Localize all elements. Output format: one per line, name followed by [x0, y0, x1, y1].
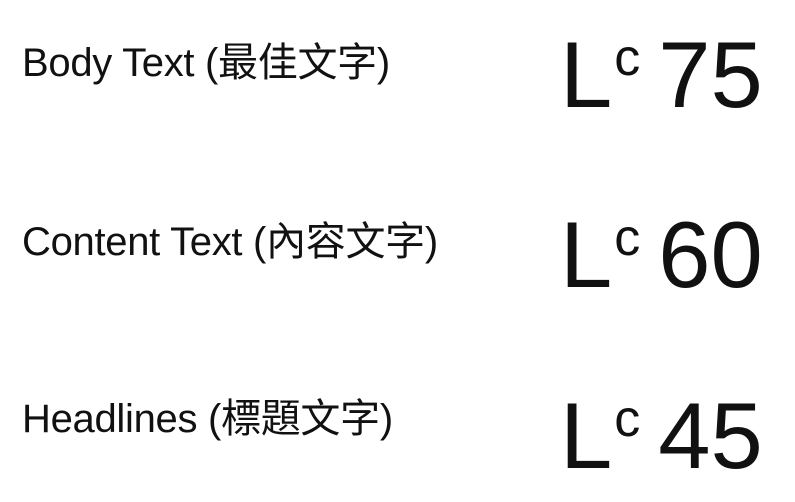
lc-symbol: L: [560, 202, 613, 307]
lc-value: 45: [658, 383, 763, 488]
lc-symbol: L: [560, 383, 613, 488]
row-label: Headlines (標題文字): [22, 397, 393, 441]
row-label: Content Text (內容文字): [22, 220, 438, 264]
lc-symbol-superscript: c: [614, 28, 641, 87]
lc-value: 75: [658, 22, 763, 127]
row-label: Body Text (最佳文字): [22, 41, 390, 85]
lc-symbol-superscript: c: [614, 208, 641, 267]
lc-value: 60: [658, 202, 763, 307]
lc-symbol-superscript: c: [614, 389, 641, 448]
lc-symbol: L: [560, 22, 613, 127]
